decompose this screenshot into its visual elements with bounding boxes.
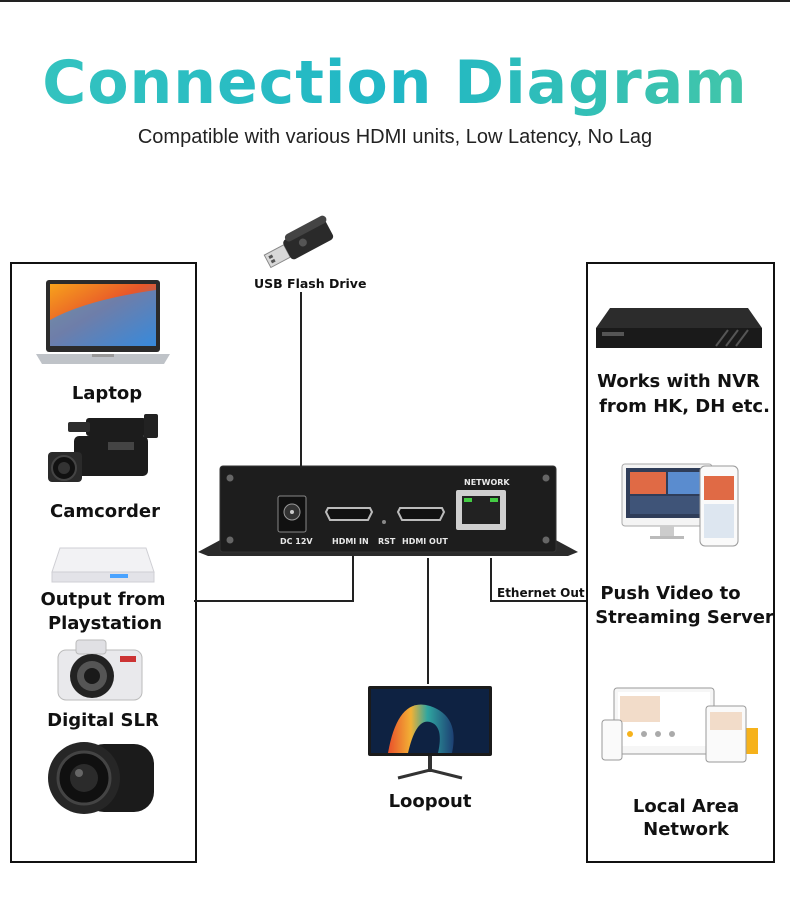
nvr-recorder-icon bbox=[596, 308, 762, 348]
ptz-camera-icon bbox=[48, 742, 154, 814]
dc-port-label: DC 12V bbox=[280, 537, 313, 546]
streaming-devices-icon bbox=[621, 463, 739, 547]
playstation-label-line2: Playstation bbox=[47, 613, 163, 634]
usb-flash-drive-icon bbox=[263, 215, 334, 269]
playstation-label-line1: Output from bbox=[40, 589, 166, 610]
camcorder-icon bbox=[48, 414, 158, 482]
laptop-label: Laptop bbox=[71, 383, 143, 404]
stream-label-line2: Streaming Server bbox=[595, 607, 774, 628]
hdmi-in-line-horizontal bbox=[194, 600, 354, 602]
hdmi-in-port-label: HDMI IN bbox=[332, 537, 369, 546]
output-targets-panel bbox=[586, 262, 775, 863]
dslr-label: Digital SLR bbox=[47, 710, 159, 731]
playstation-icon bbox=[51, 547, 155, 583]
loopout-line bbox=[427, 558, 429, 684]
lan-label: Local Area Network bbox=[632, 796, 740, 840]
nvr-label-line1: Works with NVR bbox=[597, 371, 760, 392]
hdmi-out-port-label: HDMI OUT bbox=[402, 537, 448, 546]
usb-connection-line bbox=[300, 292, 302, 468]
hdmi-in-line-vertical bbox=[352, 556, 354, 602]
page-subtitle: Compatible with various HDMI units, Low … bbox=[137, 126, 653, 148]
dslr-camera-icon bbox=[57, 639, 143, 701]
camcorder-label: Camcorder bbox=[50, 501, 160, 522]
ethernet-out-label: Ethernet Out bbox=[497, 586, 585, 600]
nvr-label-line2: from HK, DH etc. bbox=[599, 396, 770, 417]
usb-label: USB Flash Drive bbox=[254, 276, 367, 291]
lan-devices-icon bbox=[601, 687, 758, 763]
stream-label-line1: Push Video to bbox=[600, 583, 741, 604]
laptop-icon bbox=[36, 280, 170, 364]
rst-button-label: RST bbox=[378, 537, 396, 546]
monitor-icon bbox=[368, 686, 492, 780]
page-title: Connection Diagram bbox=[42, 48, 748, 118]
loopout-label: Loopout bbox=[388, 791, 472, 812]
ethernet-line-horizontal bbox=[490, 600, 586, 602]
top-border bbox=[0, 0, 790, 2]
ethernet-line-vertical bbox=[490, 558, 492, 602]
encoder-device-icon bbox=[198, 465, 578, 556]
network-port-label: NETWORK bbox=[464, 478, 510, 487]
